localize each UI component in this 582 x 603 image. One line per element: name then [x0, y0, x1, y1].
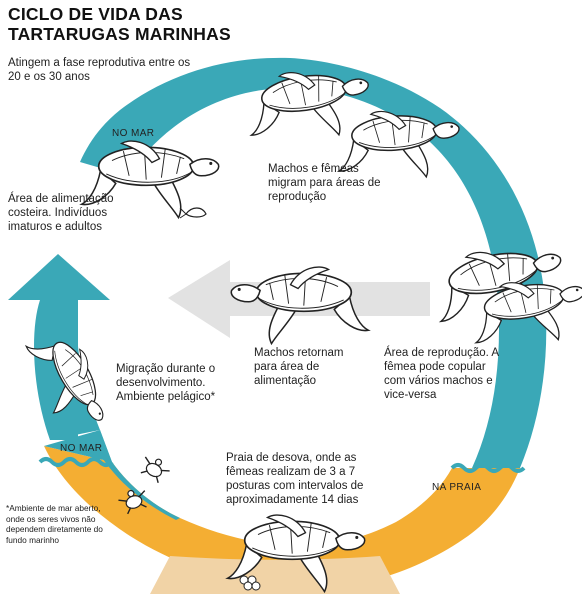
footnote: *Ambiente de mar aberto, onde os seres v…	[6, 503, 103, 545]
title-line-1: CICLO DE VIDA DAS	[8, 4, 183, 24]
eggs-icon	[239, 575, 261, 591]
beach-floor	[150, 556, 400, 594]
no-mar-top-label: NO MAR	[112, 128, 155, 139]
cycle-arrow	[8, 254, 110, 300]
feeding-area-caption: Área de alimentação costeira. Indivíduos…	[8, 193, 114, 233]
sand-band	[44, 446, 520, 590]
migration-caption: Migração durante o desenvolvimento. Ambi…	[116, 363, 216, 403]
reproduction-area-caption: Área de reprodução. A fêmea pode copular…	[384, 347, 499, 401]
shrimp-icon	[179, 207, 207, 219]
reproductive-age-caption: Atingem a fase reprodutiva entre os 20 e…	[8, 57, 191, 83]
sea-band	[80, 57, 547, 468]
hatchling-icon	[136, 451, 173, 486]
diagram-title: CICLO DE VIDA DAS TARTARUGAS MARINHAS	[8, 4, 231, 44]
nesting-beach-caption: Praia de desova, onde as fêmeas realizam…	[226, 452, 364, 506]
title-line-2: TARTARUGAS MARINHAS	[8, 24, 231, 44]
no-mar-bottom-label: NO MAR	[60, 443, 103, 454]
migrate-caption: Machos e fêmeas migram para áreas de rep…	[268, 163, 381, 203]
na-praia-label: NA PRAIA	[432, 482, 482, 493]
males-return-caption: Machos retornam para área de alimentação	[254, 347, 344, 387]
